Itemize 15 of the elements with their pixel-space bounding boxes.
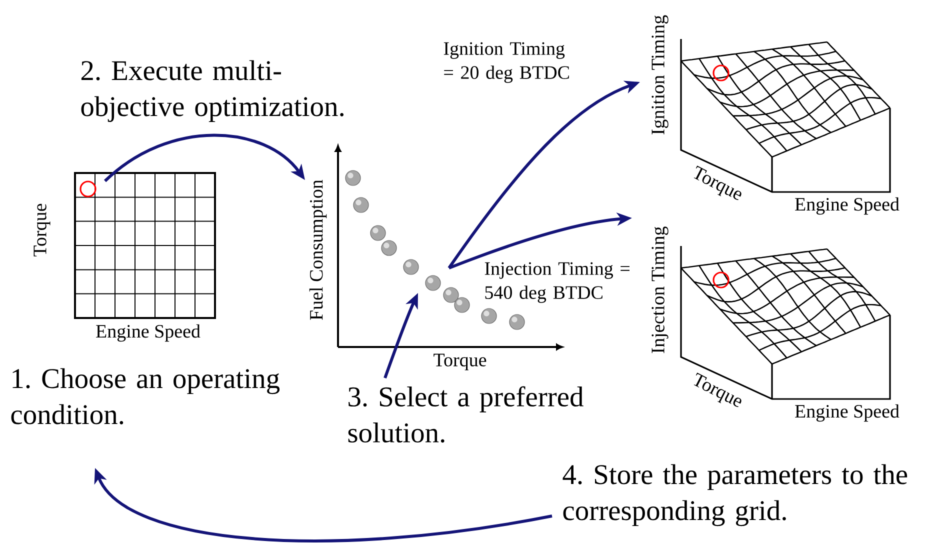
axis-label: Ignition Timing xyxy=(652,15,668,134)
step-text: 4. Store the parameters to the corresponding grid. xyxy=(562,464,908,526)
grid-map-drawing xyxy=(74,172,216,319)
axis-label: Engine Speed xyxy=(795,404,900,422)
axis-label: Engine Speed xyxy=(795,197,900,215)
axis-label: Engine Speed xyxy=(96,324,200,342)
step-text: 2. Execute multi-objective optimization. xyxy=(81,60,344,122)
edge-label: Injection Timing = 540 deg BTDC xyxy=(484,262,630,303)
axis-label: Torque xyxy=(34,204,50,256)
edge-label: Ignition Timing = 20 deg BTDC xyxy=(444,42,569,83)
axis-label: Torque xyxy=(434,354,486,370)
axis-label: Injection Timing xyxy=(652,226,668,354)
axis-label: Fuel Consumption xyxy=(309,180,327,320)
step-text: 1. Choose an operating condition. xyxy=(11,368,280,424)
step-text: 3. Select a preferred solution. xyxy=(348,386,584,443)
